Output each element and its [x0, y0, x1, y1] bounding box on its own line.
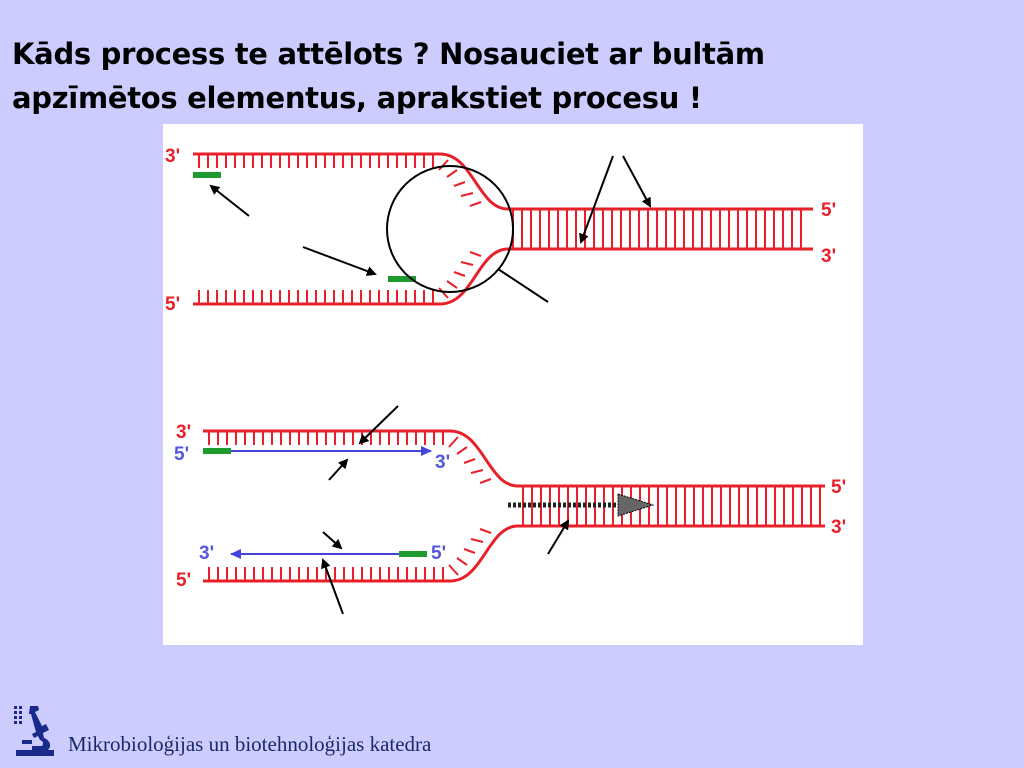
top-parental-strands: [193, 152, 813, 306]
circle-pointer-line: [497, 268, 549, 303]
arrow-to-base-pair-right: [622, 155, 651, 208]
top-label-5prime-left: 5': [165, 294, 180, 315]
lagging-label-5prime: 5': [431, 543, 446, 564]
top-label-3prime-right: 3': [821, 246, 836, 267]
bottom-replication-fork: 3' 5' 3' 3' 5' 5' 5' 3': [174, 405, 846, 615]
arrow-to-lagging-strand-top: [322, 531, 343, 550]
base-pair-tick: [460, 192, 474, 197]
base-pair-tick: [479, 478, 492, 484]
arrow-to-parental-strand: [358, 405, 399, 445]
primer-top-left: [193, 172, 221, 178]
arrow-to-lagging-strand-bottom: [321, 558, 344, 615]
base-pair-tick: [448, 436, 459, 448]
footer: Mikrobioloģijas un biotehnoloģijas kated…: [12, 704, 572, 760]
title-line-1: Kāds process te attēlots ? Nosauciet ar …: [12, 37, 765, 71]
base-pair-tick: [448, 564, 459, 576]
base-pair-tick: [460, 261, 474, 266]
base-pair-tick: [438, 159, 449, 171]
base-pair-tick: [438, 287, 449, 299]
top-label-3prime-left: 3': [165, 146, 180, 167]
base-pair-tick: [446, 169, 458, 178]
replication-diagram: 3' 5' 5' 3': [163, 124, 863, 645]
base-pair-tick: [463, 548, 476, 554]
department-name: Mikrobioloģijas un biotehnoloģijas kated…: [68, 732, 432, 756]
title-line-2: apzīmētos elementus, aprakstiet procesu …: [12, 81, 702, 115]
arrow-to-primer-top-left: [209, 184, 250, 217]
arrow-to-primer-top-middle: [302, 246, 377, 276]
arrow-to-helicase: [547, 519, 570, 555]
top-replication-fork: 3' 5' 5' 3': [165, 146, 836, 315]
arrow-to-leading-strand: [328, 458, 349, 481]
base-pair-tick: [456, 446, 468, 455]
helicase-arrow-head: [617, 493, 655, 517]
bottom-label-5prime-bottom: 5': [176, 570, 191, 591]
base-pair-tick: [470, 469, 484, 474]
bottom-base-pairs: [208, 431, 821, 581]
base-pair-tick: [469, 251, 482, 257]
leading-label-3prime: 3': [435, 452, 450, 473]
base-pair-tick: [456, 557, 468, 566]
top-base-pairs: [198, 154, 802, 304]
bottom-label-3prime-right: 3': [831, 517, 846, 538]
base-pair-tick: [463, 458, 476, 464]
primer-lagging: [399, 551, 427, 557]
arrow-to-base-pair-left: [579, 155, 614, 244]
primer-top-middle: [388, 276, 416, 282]
bottom-parental-strands: [203, 429, 825, 583]
fork-highlight-circle: [386, 165, 514, 293]
base-pair-tick: [446, 280, 458, 289]
top-label-5prime-right: 5': [821, 200, 836, 221]
primer-leading: [203, 448, 231, 454]
bottom-label-5prime-right: 5': [831, 477, 846, 498]
bottom-label-3prime-top: 3': [176, 422, 191, 443]
base-pair-tick: [479, 528, 492, 534]
replication-diagram-svg: 3' 5' 5' 3': [165, 146, 846, 615]
microscope-icon: [14, 706, 54, 756]
base-pair-tick: [453, 271, 466, 277]
base-pair-tick: [470, 538, 484, 543]
bottom-label-5prime-blue: 5': [174, 444, 189, 465]
slide-title: Kāds process te attēlots ? Nosauciet ar …: [12, 32, 1012, 120]
base-pair-tick: [453, 181, 466, 187]
lagging-label-3prime: 3': [199, 543, 214, 564]
base-pair-tick: [469, 201, 482, 207]
